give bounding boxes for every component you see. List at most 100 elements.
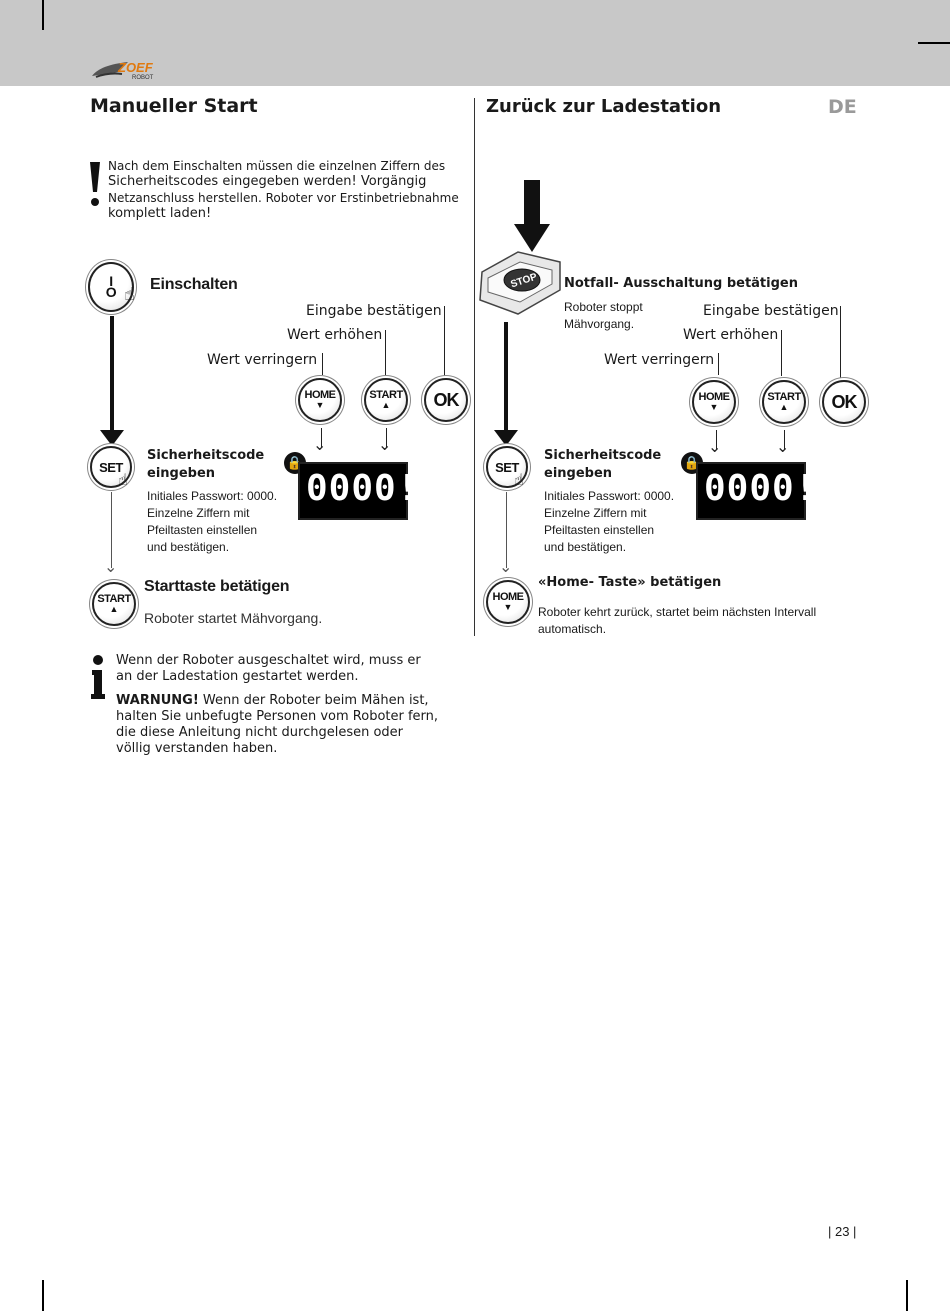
home-button-large[interactable]: HOME▼ (486, 580, 530, 624)
flow-arrow-head (494, 430, 518, 446)
home-button-label: HOME (304, 389, 337, 401)
start-button-label: START (767, 391, 801, 403)
label-confirm: Eingabe bestätigen (703, 303, 839, 319)
arrow-line (321, 428, 322, 448)
desc-line: Einzelne Ziffern mit (147, 506, 250, 520)
language-label: DE (828, 96, 857, 118)
info-line: halten Sie unbefugte Personen vom Robote… (116, 709, 439, 724)
stop-device: STOP (478, 244, 562, 324)
info-icon (90, 654, 106, 700)
hand-pointer-icon: ☝ (124, 284, 135, 304)
switch-on-label: Einschalten (150, 276, 238, 293)
switch-symbol-i: I (109, 273, 113, 289)
home-button[interactable]: HOME▼ (692, 380, 736, 424)
arrow-line (716, 430, 717, 450)
home-button[interactable]: HOME▼ (298, 378, 342, 422)
set-button-label: SET (99, 459, 123, 475)
security-code-title-line: eingeben (544, 466, 613, 481)
section-title-manual-start: Manueller Start (90, 95, 258, 117)
hand-pointer-icon: ☝ (118, 472, 128, 489)
up-arrow-icon: ▲ (109, 604, 119, 614)
crop-mark (906, 1280, 908, 1311)
info-line: Wenn der Roboter ausgeschaltet wird, mus… (116, 653, 421, 668)
page-number: | 23 | (828, 1224, 857, 1239)
lcd-suffix: ! (396, 468, 420, 509)
desc-line: Einzelne Ziffern mit (544, 506, 647, 520)
section-title-return-station: Zurück zur Ladestation (486, 96, 722, 117)
emergency-title: Notfall- Ausschaltung betätigen (564, 276, 798, 291)
emergency-desc: Roboter stoppt Mähvorgang. (564, 299, 643, 333)
callout-line (840, 306, 841, 378)
down-arrow-icon: ▼ (709, 402, 719, 412)
start-button[interactable]: START▲ (762, 380, 806, 424)
home-step-desc: Roboter kehrt zurück, startet beim nächs… (538, 604, 816, 638)
lcd-suffix: ! (794, 468, 818, 509)
down-arrow-icon: ▼ (315, 400, 325, 410)
security-code-title: Sicherheitscode eingeben (147, 447, 264, 483)
info-line: Wenn der Roboter beim Mähen ist, (198, 693, 429, 708)
desc-line: und bestätigen. (147, 540, 230, 554)
desc-line: Roboter stoppt (564, 300, 643, 314)
desc-line: automatisch. (538, 622, 607, 636)
lcd-display: 0000! (298, 462, 418, 520)
callout-line (781, 330, 782, 376)
start-step-title: Starttaste betätigen (144, 578, 290, 595)
start-button-label: START (97, 593, 131, 605)
desc-line: Pfeiltasten einstellen (544, 523, 655, 537)
start-button[interactable]: START▲ (364, 378, 408, 422)
security-code-title-line: eingeben (147, 466, 216, 481)
flow-arrow-line (111, 492, 112, 568)
callout-line (718, 353, 719, 375)
flow-arrow-head: ⌄ (499, 559, 513, 576)
arrow-line (784, 430, 785, 450)
flow-arrow-line (504, 322, 508, 434)
down-arrow-icon: ⌄ (708, 439, 722, 456)
ok-button-label: OK (831, 392, 858, 412)
flow-arrow-line (110, 316, 114, 434)
stop-arrow-head (514, 224, 550, 252)
hand-pointer-icon: ☝ (514, 472, 524, 489)
ok-button[interactable]: OK (424, 378, 468, 422)
down-arrow-icon: ▼ (503, 602, 513, 612)
callout-line (385, 330, 386, 376)
logo-subtext: ROBOT (132, 75, 154, 81)
warning-line: Netzanschluss herstellen. Roboter vor Er… (108, 191, 459, 205)
label-decrease: Wert verringern (207, 352, 318, 368)
flow-arrow-head: ⌄ (104, 559, 118, 576)
security-code-desc: Initiales Passwort: 0000. Einzelne Ziffe… (544, 488, 674, 556)
desc-line: und bestätigen. (544, 540, 627, 554)
power-switch[interactable]: I O (88, 262, 134, 312)
callout-line (322, 353, 323, 375)
warning-line: Sicherheitscodes eingegeben werden! Vorg… (108, 174, 427, 189)
brand-logo: ZOEF ROBOT (88, 52, 188, 82)
ok-button[interactable]: OK (822, 380, 866, 424)
switch-symbol-o: O (105, 284, 117, 300)
set-button[interactable]: SET (486, 446, 528, 488)
desc-line: Initiales Passwort: 0000. (544, 489, 675, 503)
security-code-title-line: Sicherheitscode (147, 448, 265, 463)
start-step-desc: Roboter startet Mähvorgang. (144, 610, 323, 626)
start-button-label: START (369, 389, 403, 401)
logo-text: ZOEF (117, 60, 154, 75)
security-code-title: Sicherheitscode eingeben (544, 447, 661, 483)
down-arrow-icon: ⌄ (378, 437, 392, 454)
warning-line: Nach dem Einschalten müssen die einzelne… (108, 159, 446, 173)
down-arrow-icon: ⌄ (313, 437, 327, 454)
home-button-label: HOME (492, 591, 525, 603)
home-step-title: «Home- Taste» betätigen (538, 575, 722, 590)
crop-mark (42, 0, 44, 30)
lcd-display: 0000! (696, 462, 816, 520)
label-increase: Wert erhöhen (683, 327, 779, 343)
set-button[interactable]: SET (90, 446, 132, 488)
header-band (0, 0, 950, 86)
desc-line: Roboter kehrt zurück, startet beim nächs… (538, 605, 817, 619)
label-increase: Wert erhöhen (287, 327, 383, 343)
desc-line: Pfeiltasten einstellen (147, 523, 258, 537)
lcd-value: 0000 (704, 468, 795, 509)
stop-arrow-shaft (524, 180, 540, 226)
warning-line: komplett laden! (108, 206, 212, 221)
warning-text: Nach dem Einschalten müssen die einzelne… (108, 158, 459, 222)
info-line: an der Ladestation gestartet werden. (116, 669, 359, 684)
crop-mark (918, 42, 950, 44)
start-button-large[interactable]: START▲ (92, 582, 136, 626)
